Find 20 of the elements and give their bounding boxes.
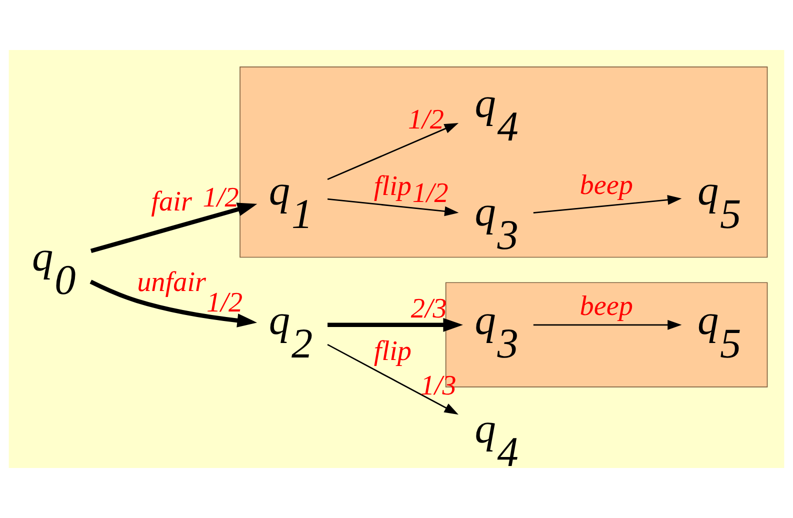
arrow: [327, 122, 459, 180]
edge-label: flip: [374, 171, 412, 202]
edge-label: beep: [580, 291, 633, 322]
arrow: [327, 344, 458, 415]
arrow: [533, 194, 682, 214]
label: 1/2: [408, 104, 444, 136]
arrow: [327, 198, 459, 216]
edge-label: unfair: [137, 267, 206, 298]
arrow: [328, 318, 463, 332]
arrow: [533, 320, 682, 330]
edge-label: fair: [151, 186, 192, 218]
arrow: [90, 280, 258, 328]
edge-label: beep: [580, 170, 633, 201]
label: 1/2: [412, 178, 448, 210]
label: 1/3: [420, 370, 456, 402]
label: 1/2: [206, 288, 243, 319]
arrow: [90, 202, 258, 253]
cluster: [240, 66, 768, 258]
label: 1/2: [202, 182, 239, 214]
edge-label: flip: [374, 336, 412, 368]
